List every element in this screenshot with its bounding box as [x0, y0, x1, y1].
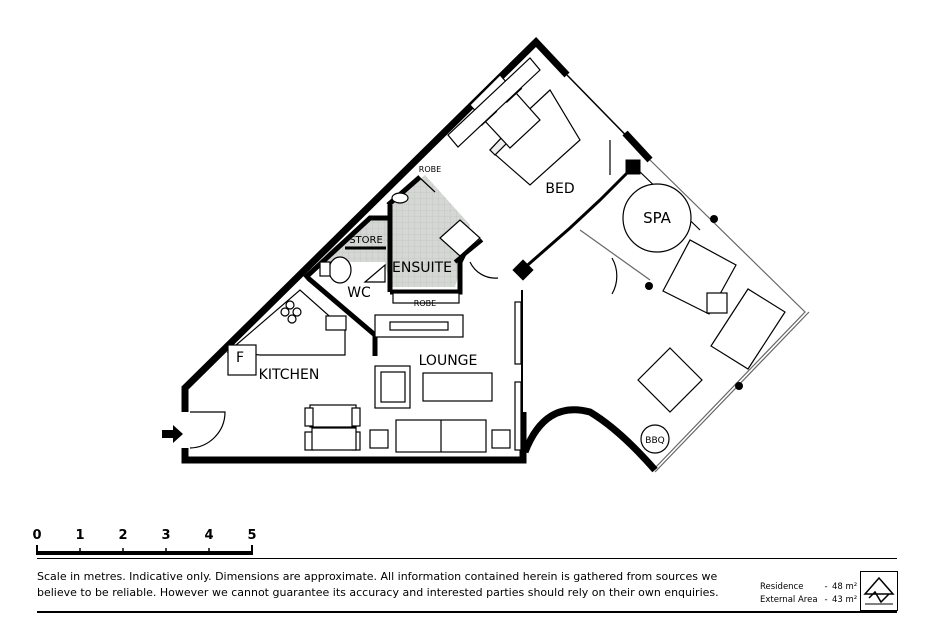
label-bbq: BBQ — [645, 436, 664, 446]
bed-furniture — [447, 57, 611, 186]
scale-tick-label: 3 — [161, 528, 171, 543]
label-wc: WC — [347, 285, 371, 301]
curved-wall — [521, 406, 658, 473]
post — [645, 282, 653, 290]
scale-tick-label: 4 — [204, 528, 214, 543]
label-kitchen: KITCHEN — [259, 367, 320, 383]
label-ensuite: ENSUITE — [392, 260, 452, 276]
label-store: STORE — [349, 235, 383, 246]
area-row: Residence - 48 m² — [760, 581, 866, 594]
area-summary: Residence - 48 m² External Area - 43 m² — [760, 581, 866, 607]
area-value: 48 m² — [832, 582, 858, 592]
entry-arrow-icon — [162, 425, 183, 443]
area-separator: - — [824, 582, 828, 592]
area-value: 43 m² — [832, 595, 858, 605]
disclaimer: Scale in metres. Indicative only. Dimens… — [37, 569, 747, 601]
doors — [189, 257, 618, 449]
scale-tick-label: 5 — [247, 528, 257, 543]
scale-tick-label: 2 — [118, 528, 128, 543]
scale-bar — [36, 545, 253, 555]
scale-tick-label: 0 — [32, 528, 42, 543]
post — [710, 215, 718, 223]
label-robe-lower: ROBE — [414, 299, 436, 308]
sliding-door — [514, 301, 522, 451]
agency-logo-icon — [860, 571, 898, 611]
lounge-furniture — [369, 314, 511, 453]
divider — [37, 611, 897, 613]
area-label: External Area — [760, 595, 818, 605]
disclaimer-line: believe to be reliable. However we canno… — [37, 586, 719, 599]
area-separator: - — [824, 595, 828, 605]
label-fridge: F — [236, 350, 244, 366]
area-label: Residence — [760, 582, 804, 592]
floor-plan: BED SPA ROBE STORE ENSUITE WC ROBE LOUNG… — [36, 36, 810, 555]
post — [735, 382, 743, 390]
kitchen-fixtures — [226, 289, 347, 376]
dining-set — [304, 404, 361, 451]
ensuite-fixtures — [319, 177, 481, 304]
label-robe-upper: ROBE — [419, 165, 441, 174]
terrace-boundary — [579, 159, 810, 473]
label-bed: BED — [545, 181, 574, 197]
label-lounge: LOUNGE — [419, 353, 478, 369]
terrace-furniture — [622, 183, 786, 454]
label-spa: SPA — [643, 209, 672, 227]
area-row: External Area - 43 m² — [760, 594, 866, 607]
disclaimer-line: Scale in metres. Indicative only. Dimens… — [37, 570, 718, 583]
ensuite-floor — [320, 175, 470, 287]
scale-tick-label: 1 — [75, 528, 85, 543]
divider — [37, 558, 897, 559]
